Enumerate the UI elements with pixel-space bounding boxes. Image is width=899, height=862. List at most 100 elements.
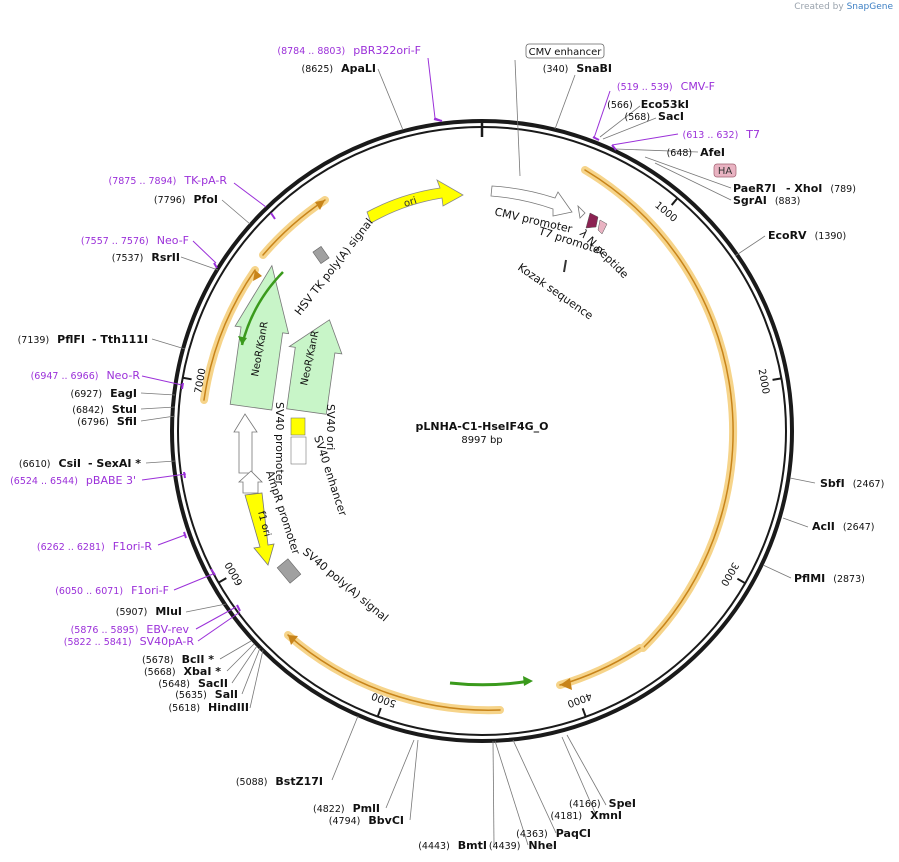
enzyme-label[interactable]: (4439)NheI — [489, 839, 557, 852]
primer-name: pBABE 3' — [86, 474, 136, 487]
tick-mark — [376, 707, 382, 717]
enzyme-label[interactable]: (5648)SacII — [158, 677, 228, 690]
primer-name: F1ori-F — [131, 584, 169, 597]
enzyme-position: (4166) — [569, 799, 601, 810]
enzyme-label[interactable]: (4166)SpeI — [569, 797, 636, 810]
enzyme-label[interactable]: SbfI (2467) — [820, 477, 884, 490]
enzyme-label[interactable]: (6842) StuI — [72, 403, 137, 416]
primer-label[interactable]: (7557 .. 7576)Neo-F — [81, 234, 189, 247]
enzyme-label[interactable]: (648)AfeI — [667, 146, 725, 159]
enzyme-position: (566) — [607, 100, 633, 111]
sv40-ori-feature — [290, 417, 306, 436]
enzyme-name: SfiI — [117, 415, 137, 428]
primer-range: (6947 .. 6966) — [31, 371, 99, 382]
enzyme-label[interactable]: (7139) PflFI — [18, 333, 85, 346]
enzyme-label[interactable]: (5635)SalI — [175, 688, 238, 701]
enzyme-label[interactable]: (4443)BmtI — [418, 839, 487, 852]
enzyme-name: SgrAI — [733, 194, 767, 207]
orf-arrowheads — [253, 200, 572, 690]
enzyme-name: SbfI — [820, 477, 845, 490]
enzyme-label[interactable]: AclI(2647) — [812, 520, 875, 533]
enzyme-position: (6842) — [72, 405, 104, 416]
backbone-outer — [170, 119, 794, 743]
primer-label[interactable]: (7875 .. 7894)TK-pA-R — [109, 174, 228, 187]
enzyme-label[interactable]: (4822)PmlI — [313, 802, 380, 815]
primer-label[interactable]: (6050 .. 6071)F1ori-F — [55, 584, 169, 597]
enzyme-label[interactable]: EcoRV (1390) — [768, 229, 846, 242]
primer-name: T7 — [745, 128, 760, 141]
primer-label[interactable]: (6262 .. 6281)F1ori-R — [37, 540, 152, 553]
enzyme-name: SnaBI — [576, 62, 612, 75]
enzyme-label[interactable]: (566) Eco53kI — [607, 98, 689, 111]
tick-mark — [182, 376, 192, 381]
enzyme-position: (1390) — [815, 231, 847, 242]
enzyme-name: - SexAI * — [88, 457, 141, 470]
primer-label[interactable]: (6947 .. 6966)Neo-R — [31, 369, 141, 382]
enzyme-label[interactable]: (4794)BbvCI — [329, 814, 404, 827]
enzyme-label[interactable]: PaeR7I — [733, 182, 776, 195]
primer-range: (6524 .. 6544) — [10, 476, 78, 487]
enzyme-name: BbvCI — [368, 814, 404, 827]
enzyme-position: (4363) — [516, 829, 548, 840]
tick-label: 6000 — [223, 560, 245, 588]
enzyme-name: SalI — [215, 688, 238, 701]
enzyme-position: (2467) — [853, 479, 885, 490]
sv40-promoter-feature — [233, 413, 258, 474]
enzyme-label[interactable]: (4181) XmnI — [551, 809, 622, 822]
enzyme-name: Eco53kI — [641, 98, 689, 111]
ha-feature — [597, 219, 608, 235]
enzyme-position: (7139) — [18, 335, 50, 346]
cmv-enhancer-label: CMV enhancer — [529, 47, 603, 58]
enzyme-label[interactable]: (7796)PfoI — [154, 193, 218, 206]
enzyme-position: (789) — [830, 184, 856, 195]
enzyme-name: XmnI — [590, 809, 622, 822]
primer-label[interactable]: (6524 .. 6544) pBABE 3' — [10, 474, 136, 487]
ampr-promoter-feature — [237, 470, 263, 494]
enzyme-label[interactable]: - Tth111I — [92, 333, 148, 346]
t7-promoter-feature — [577, 204, 586, 219]
enzyme-label[interactable]: (5088)BstZ17I — [236, 775, 323, 788]
features — [229, 179, 608, 687]
enzyme-label[interactable]: (8625)ApaLI — [301, 62, 376, 75]
primer-label[interactable]: (8784 .. 8803)pBR322ori-F — [277, 44, 421, 57]
primer-label[interactable]: (5822 .. 5841)SV40pA-R — [64, 635, 195, 648]
enzyme-position: (5618) — [168, 703, 200, 714]
enzyme-name: NheI — [528, 839, 557, 852]
primer-name: TK-pA-R — [183, 174, 227, 187]
enzyme-label[interactable]: - XhoI(789) — [786, 182, 856, 195]
enzyme-label[interactable]: (6927)EagI — [71, 387, 138, 400]
enzyme-name: XbaI * — [184, 665, 222, 678]
enzyme-position: (2647) — [843, 522, 875, 533]
enzyme-position: (4181) — [551, 811, 583, 822]
plasmid-length: 8997 bp — [461, 435, 502, 446]
enzyme-label[interactable]: (6796)SfiI — [77, 415, 137, 428]
primer-name: Neo-F — [157, 234, 189, 247]
enzyme-label[interactable]: (5907)MluI — [116, 605, 182, 618]
primer-label[interactable]: (519 .. 539)CMV-F — [617, 80, 715, 93]
primer-range: (5876 .. 5895) — [71, 625, 139, 636]
enzyme-label[interactable]: (5678)BclI * — [142, 653, 214, 666]
enzyme-label[interactable]: PflMI(2873) — [794, 572, 865, 585]
enzyme-name: PflFI — [57, 333, 85, 346]
enzyme-label[interactable]: (340)SnaBI — [543, 62, 612, 75]
enzyme-name: MluI — [155, 605, 182, 618]
enzyme-label[interactable]: (7537)RsrII — [112, 251, 180, 264]
enzyme-name: ApaLI — [341, 62, 376, 75]
enzyme-name: StuI — [112, 403, 137, 416]
enzyme-name: PaqCI — [556, 827, 591, 840]
enzyme-label[interactable]: (568)SacI — [624, 110, 684, 123]
enzyme-label[interactable]: (4363) PaqCI — [516, 827, 591, 840]
enzyme-position: (568) — [624, 112, 650, 123]
enzyme-label[interactable]: SgrAI(883) — [733, 194, 800, 207]
enzyme-label[interactable]: (6610)CsiI — [19, 457, 81, 470]
enzyme-name: AfeI — [700, 146, 725, 159]
enzyme-name: EcoRV — [768, 229, 807, 242]
primer-label[interactable]: (5876 .. 5895)EBV-rev — [71, 623, 190, 636]
enzyme-label[interactable]: (5668)XbaI * — [144, 665, 221, 678]
primer-range: (613 .. 632) — [683, 130, 739, 141]
enzyme-label[interactable]: - SexAI * — [88, 457, 141, 470]
enzyme-label[interactable]: (5618)HindIII — [168, 701, 249, 714]
primer-label[interactable]: (613 .. 632) T7 — [683, 128, 760, 141]
enzyme-name: PmlI — [353, 802, 380, 815]
